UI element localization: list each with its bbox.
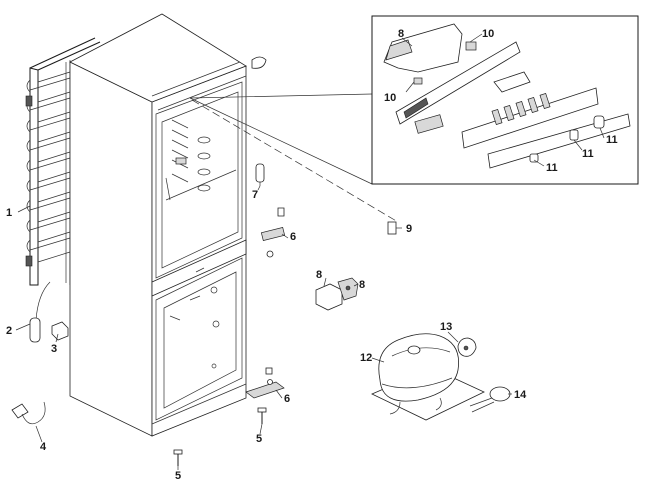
callout-8-right: 8	[359, 279, 365, 291]
callout-8-left: 8	[316, 269, 322, 281]
part-5-screw-upper	[257, 407, 267, 424]
callout-3: 3	[51, 343, 57, 355]
callout-8-inset: 8	[398, 28, 404, 40]
callout-13: 13	[440, 321, 452, 333]
callout-labels: 1 2 3 4 5 5 6 6 7 8 8 8 9 10 10 11 11 11…	[6, 28, 618, 482]
part-5-screw-lower	[173, 449, 183, 466]
part-6-lower	[245, 367, 285, 399]
compressor	[371, 333, 485, 421]
callout-9: 9	[406, 223, 412, 235]
callout-10-top: 10	[482, 28, 494, 40]
callout-11-right: 11	[606, 134, 618, 146]
callout-2: 2	[6, 325, 12, 337]
callout-1: 1	[6, 207, 12, 219]
part-4-cord	[11, 401, 46, 425]
callout-4: 4	[40, 441, 47, 453]
callout-10-bottom: 10	[384, 92, 396, 104]
callout-11-middle: 11	[582, 148, 594, 160]
callout-7: 7	[252, 189, 258, 201]
callout-leaders	[15, 185, 512, 470]
part-3-clip	[51, 321, 69, 341]
part-9	[387, 221, 397, 235]
part-6-upper	[260, 207, 286, 258]
part-8-relay	[315, 277, 359, 311]
callout-6-upper: 6	[290, 231, 296, 243]
callout-11-left: 11	[546, 162, 558, 174]
leader-lines	[189, 93, 399, 223]
part-13	[457, 337, 477, 357]
callout-5-lower: 5	[175, 470, 181, 482]
callout-6-lower: 6	[284, 393, 290, 405]
callout-5-upper: 5	[256, 433, 262, 445]
detail-inset	[371, 15, 639, 185]
callout-14: 14	[514, 389, 527, 401]
part-2-probe	[29, 281, 51, 343]
callout-12: 12	[360, 352, 372, 364]
cabinet	[69, 13, 267, 437]
part-7	[255, 163, 265, 186]
